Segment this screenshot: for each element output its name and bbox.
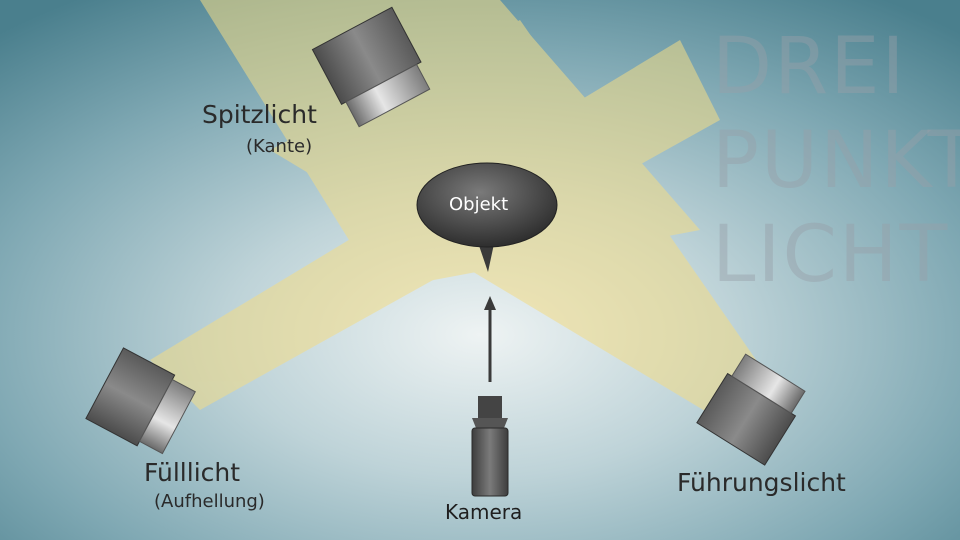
diagram-title: DREI PUNKT LICHT [712,20,960,302]
spitzlicht-sublabel: (Kante) [246,136,313,157]
fuehrungslicht-lamp-icon [696,353,806,466]
fuehrungslicht-label: Führungslicht [677,468,846,497]
camera-label: Kamera [445,500,523,524]
spitzlicht-lamp-icon [311,6,431,128]
fuelllicht-lamp-icon [85,347,196,455]
object-bubble [416,162,558,272]
camera-arrow [484,296,496,382]
fuelllicht-label: Fülllicht [144,458,241,487]
title-line-1: DREI [712,22,907,112]
title-line-3: LICHT [712,210,950,300]
fuelllicht-sublabel: (Aufhellung) [154,491,265,512]
object-label: Objekt [449,194,509,215]
title-line-2: PUNKT [712,116,960,206]
camera-icon [471,396,509,497]
spitzlicht-label: Spitzlicht [202,100,317,129]
